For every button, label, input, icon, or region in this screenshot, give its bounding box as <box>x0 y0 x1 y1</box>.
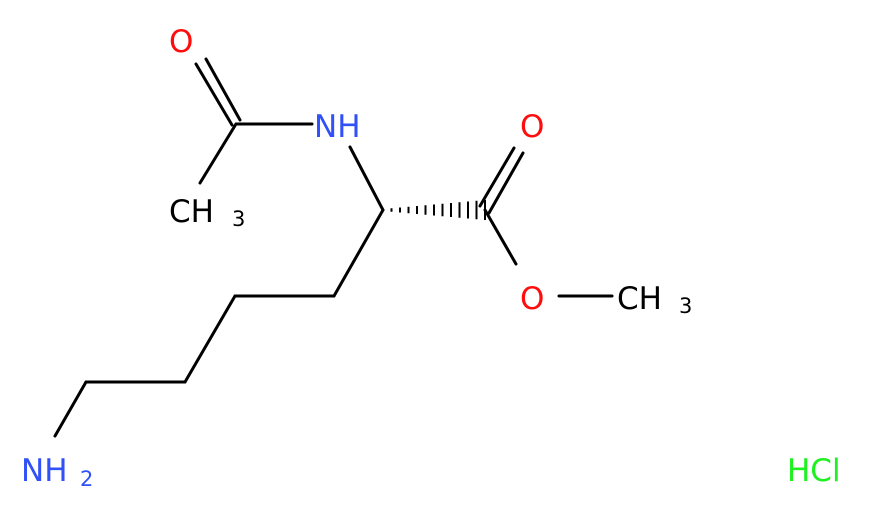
ester-carbonyl-oxygen-label: O <box>520 109 544 145</box>
amine-subscript: 2 <box>80 467 93 491</box>
bond-nitrogen-alpha <box>348 145 385 212</box>
bond-acetyl-co-1 <box>194 62 234 127</box>
bond-acetyl-co-2 <box>204 57 242 122</box>
hashed-wedge-bond <box>382 200 486 220</box>
ester-methyl-label: CH <box>617 281 662 317</box>
counterion-label: HCl <box>787 453 841 489</box>
bond-acetyl-methyl <box>198 122 238 185</box>
atom-labels: O NH CH 3 O O CH 3 NH 2 HCl <box>21 24 841 491</box>
acetyl-methyl-label: CH <box>169 194 214 230</box>
acetyl-methyl-subscript: 3 <box>232 207 245 231</box>
amide-nitrogen-label: NH <box>314 109 361 145</box>
bond-alpha-side <box>332 208 385 298</box>
bond-side-3 <box>183 294 237 384</box>
bond-side-amine <box>53 380 88 438</box>
ester-methyl-subscript: 3 <box>679 294 692 318</box>
bond-ester-co-1 <box>478 146 516 208</box>
bond-ester-co-single <box>483 208 518 266</box>
amine-label: NH <box>21 453 68 489</box>
bond-ester-co-2 <box>487 151 525 215</box>
acetyl-oxygen-label: O <box>169 24 193 60</box>
ester-oxygen-label: O <box>520 281 544 317</box>
bonds <box>53 57 614 438</box>
